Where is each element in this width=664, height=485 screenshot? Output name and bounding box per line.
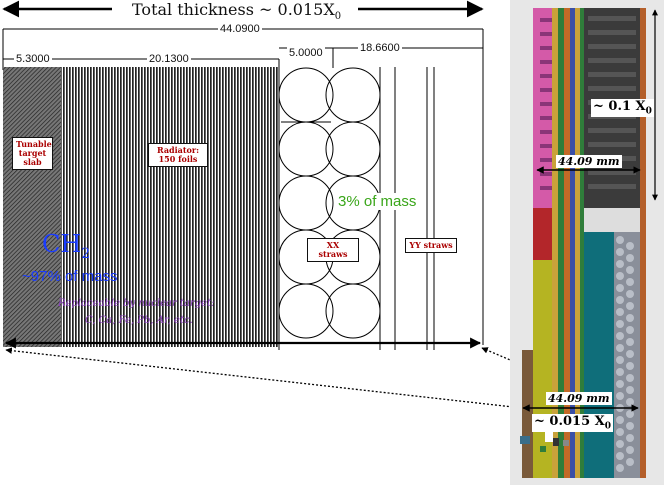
radiator-foils: [61, 67, 279, 347]
ch2-mass-label: ~97% of mass: [22, 268, 118, 285]
dim-radiator: 20.1300: [147, 53, 191, 65]
mm-bottom-label: 44.09 mm: [546, 392, 612, 405]
diagram-title: Total thickness ~ 0.015X0: [128, 0, 346, 23]
mm-top-label: 44.09 mm: [556, 155, 622, 168]
replace-label-line1: Replaceable by nuclear target:: [58, 298, 215, 309]
x0-top-label: ~ 0.1 X0: [591, 99, 654, 117]
dim-total: 44.0900: [218, 23, 262, 35]
xx-straws-label: XX straws: [307, 238, 359, 262]
detector-render: [510, 0, 664, 485]
dim-straw: 5.0000: [287, 47, 325, 59]
dim-rest: 18.6600: [358, 42, 402, 54]
yy-straws-label: YY straws: [405, 238, 457, 253]
target-slab: [3, 67, 61, 347]
straw-mass-label: 3% of mass: [338, 193, 417, 210]
x0-bottom-label: ~ 0.015 X0: [532, 414, 614, 432]
radiator-label: Radiator: 150 foils: [148, 143, 208, 167]
ch2-label: CH2: [42, 230, 91, 262]
dim-target: 5.3000: [14, 53, 52, 65]
replace-label-line2: C, Ca, Fe, Pb, Ar, etc.: [85, 315, 193, 326]
target-slab-label: Tunable target slab: [12, 137, 53, 170]
